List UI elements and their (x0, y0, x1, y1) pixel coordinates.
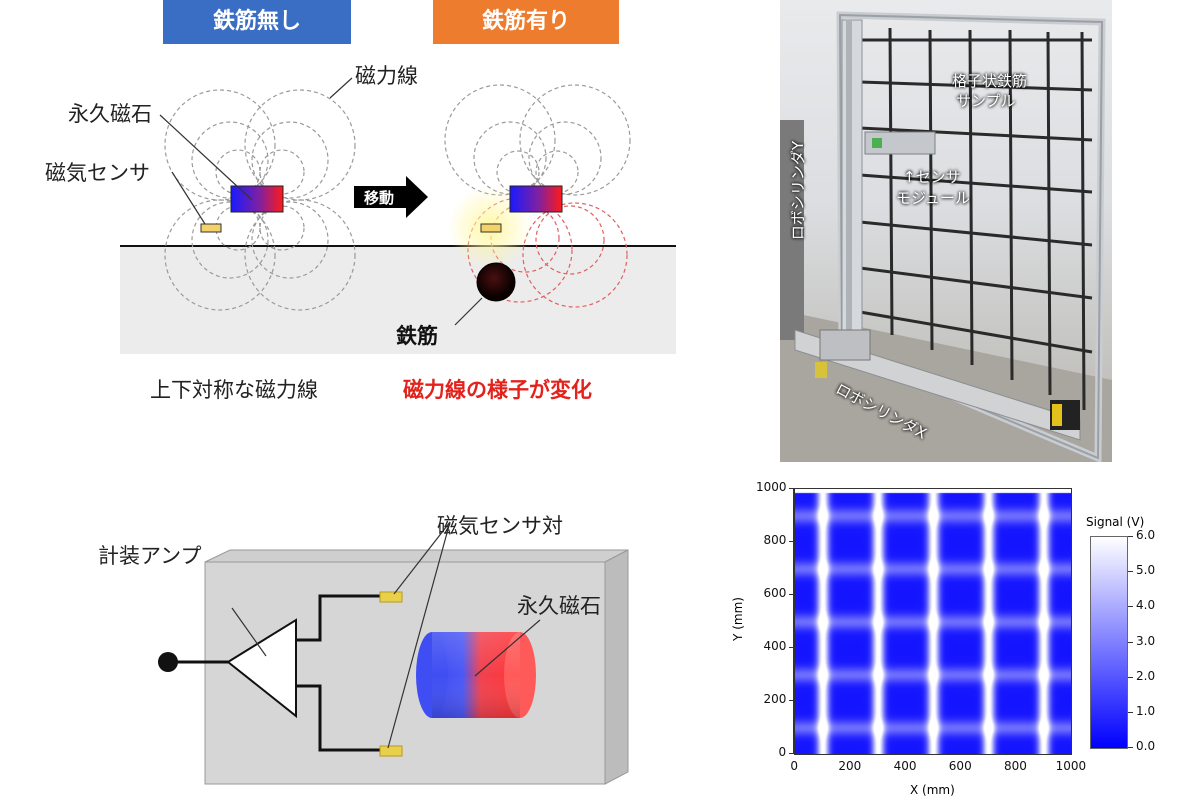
x-tick-label: 1000 (1055, 759, 1087, 773)
y-tick-mark (789, 488, 794, 489)
colorbar-tick-label: 3.0 (1136, 633, 1156, 648)
y-tick-label: 200 (763, 692, 787, 706)
colorbar-tick-mark (1128, 711, 1133, 713)
colorbar-tick-label: 4.0 (1136, 598, 1156, 613)
sensor-right (480, 223, 502, 233)
concrete-block (120, 246, 676, 354)
magnet-left (230, 185, 284, 213)
move-arrow (354, 176, 428, 218)
colorbar-tick-mark (1128, 641, 1133, 643)
x-tick-label: 600 (948, 759, 972, 773)
module-box-side (604, 549, 629, 785)
x-tick-label: 0 (790, 759, 799, 773)
colorbar-tick-mark (1128, 606, 1133, 608)
colorbar-title: Signal (V) (1086, 515, 1145, 529)
colorbar-tick-label: 5.0 (1136, 563, 1156, 578)
field-lines-label: 磁力線 (355, 64, 418, 88)
y-axis-line (793, 488, 794, 753)
apparatus-photo: 格子状鉄筋 サンプル ↑センサ モジュール ロボシリンダY ロボシリンダX (780, 0, 1112, 462)
rebar-label: 鉄筋 (396, 324, 438, 348)
amp-label: 計装アンプ (98, 544, 202, 568)
colorbar-tick-label: 1.0 (1136, 703, 1156, 718)
heatmap-chart: 0 200 400 600 800 1000 Y (mm) 0 200 400 600 800 10… (730, 478, 1200, 800)
input-terminal (158, 652, 178, 672)
y-tick-label: 400 (763, 639, 787, 653)
photo-sample-label-1: 格子状鉄筋 (952, 72, 1028, 90)
amplifier-triangle (226, 618, 297, 719)
field-line-svg (120, 77, 676, 354)
rebar-leader-line (454, 297, 483, 326)
photo-sensor-module-2: モジュール (896, 189, 970, 207)
field-lines-left (164, 89, 356, 311)
rebar-header: 鉄筋有り (433, 0, 619, 44)
colorbar-tick-mark (1128, 676, 1133, 678)
y-axis-label: Y (mm) (730, 597, 745, 641)
x-tick-label: 400 (893, 759, 917, 773)
move-label: 移動 (364, 189, 395, 207)
y-tick-mark (789, 700, 794, 701)
sensor-top (379, 591, 403, 603)
rebar-circle (476, 262, 516, 302)
y-tick-label: 1000 (756, 480, 787, 494)
photo-cylinder-y: ロボシリンダY (789, 140, 808, 241)
y-tick-mark (789, 594, 794, 595)
sensor-module-diagram: 計装アンプ 磁気センサ対 永久磁石 (0, 480, 720, 800)
y-tick-mark (789, 753, 794, 754)
magnetic-principle-diagram: 鉄筋無し 鉄筋有り (0, 0, 700, 420)
colorbar-tick-label: 2.0 (1136, 668, 1156, 683)
module-box-top (204, 549, 629, 563)
magnet-leader-line (159, 114, 253, 201)
field-lines-right-top (444, 84, 631, 196)
y-tick-mark (789, 647, 794, 648)
colorbar-tick-mark (1128, 747, 1133, 748)
colorbar-tick-label: 0.0 (1136, 739, 1156, 753)
y-tick-label: 600 (763, 586, 787, 600)
magnet-label-top: 永久磁石 (68, 102, 152, 126)
sensor-module-svg (158, 521, 629, 785)
sensor-leader-line (171, 171, 206, 225)
field-leader-line (329, 77, 353, 99)
colorbar-tick-mark (1128, 571, 1133, 573)
apparatus-illustration (780, 11, 1112, 462)
caption-symmetric: 上下対称な磁力線 (150, 378, 318, 402)
sensor-pair-label: 磁気センサ対 (437, 514, 563, 538)
sensor-label-top: 磁気センサ (45, 161, 150, 185)
y-tick-mark (789, 541, 794, 542)
colorbar (1090, 536, 1128, 749)
x-axis-label: X (mm) (910, 783, 955, 797)
caption-changed: 磁力線の様子が変化 (403, 378, 592, 402)
magnet-label-bottom: 永久磁石 (517, 594, 601, 618)
no-rebar-header: 鉄筋無し (163, 0, 351, 44)
photo-sensor-module-1: ↑センサ (903, 168, 961, 186)
x-tick-label: 200 (838, 759, 862, 773)
sensor-bottom (379, 745, 403, 757)
photo-sample-label-2: サンプル (956, 92, 1016, 110)
colorbar-tick-mark (1128, 536, 1133, 537)
magnet-right (509, 185, 563, 213)
heatmap-canvas (794, 488, 1072, 755)
sensor-left (200, 223, 222, 233)
x-tick-label: 800 (1004, 759, 1027, 773)
colorbar-tick-label: 6.0 (1136, 528, 1156, 542)
y-tick-label: 800 (763, 533, 787, 547)
y-tick-label: 0 (778, 745, 787, 759)
